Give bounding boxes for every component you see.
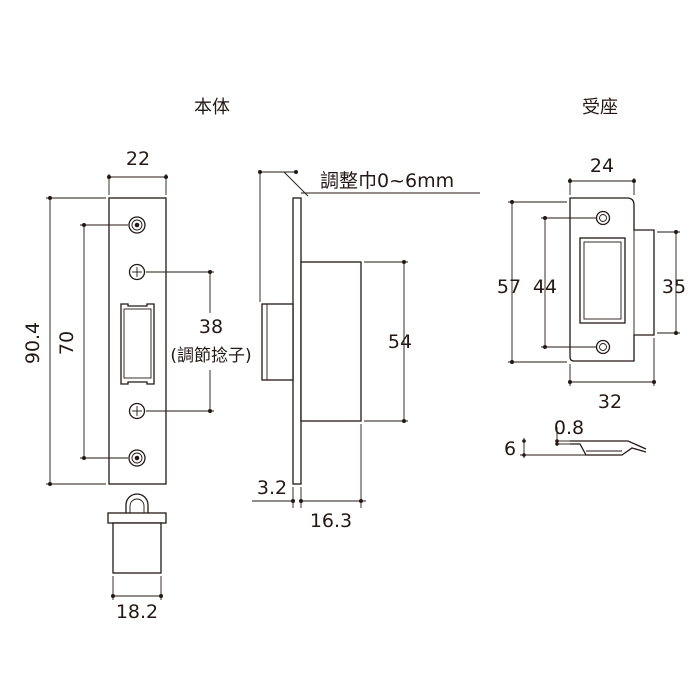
dim-label-57: 57 [497, 276, 521, 298]
mount-screw-top-icon [128, 216, 146, 234]
dim-strike-screw-pitch: 44 [533, 216, 596, 349]
title-body: 本体 [194, 97, 230, 118]
dim-label-22: 22 [126, 148, 150, 170]
dim-case-height: 54 [364, 260, 412, 423]
dim-label-90-4: 90.4 [22, 322, 44, 364]
strike-screw-top-icon [595, 210, 611, 226]
dim-strike-width-bottom: 32 [568, 338, 656, 413]
adjust-screw-note: (調節捻子) [170, 346, 251, 366]
dim-label-16-3: 16.3 [310, 510, 352, 532]
dim-adjust-width: 調整巾0~6mm [258, 170, 480, 302]
latch-opening [120, 303, 155, 385]
strike-screw-bottom-icon [595, 339, 611, 355]
strike-opening [579, 237, 626, 324]
dim-label-18-2: 18.2 [116, 601, 158, 623]
dim-label-54: 54 [388, 331, 412, 353]
strike-plate-side-view: 0.8 6 [504, 417, 647, 460]
label-adjust-width: 調整巾0~6mm [320, 170, 454, 192]
adjust-screw-upper-icon [128, 263, 146, 281]
dim-latch-width: 18.2 [111, 576, 163, 623]
dim-faceplate-width: 22 [107, 148, 168, 195]
dim-label-0-8: 0.8 [554, 417, 584, 439]
dim-label-6: 6 [504, 438, 516, 460]
dim-label-32: 32 [598, 391, 622, 413]
case [300, 261, 362, 422]
dim-label-35: 35 [662, 276, 686, 298]
faceplate-front-view [108, 197, 167, 485]
dim-faceplate-thickness: 3.2 16.3 [252, 424, 366, 532]
title-strike: 受座 [582, 97, 618, 118]
adjust-screw-lower-icon [128, 402, 146, 420]
faceplate [108, 197, 167, 485]
dim-strike-height: 57 [497, 200, 567, 364]
dim-adjust-screw-pitch: 38 (調節捻子) [146, 270, 252, 413]
latch-bolt-front [107, 493, 167, 574]
dim-label-70: 70 [56, 331, 78, 355]
dim-label-38: 38 [199, 316, 223, 338]
dim-label-44: 44 [533, 276, 557, 298]
lock-body-side-view [261, 197, 362, 485]
dim-label-3-2: 3.2 [257, 477, 287, 499]
dim-strike-width-top: 24 [568, 155, 636, 195]
dim-faceplate-height: 90.4 [22, 196, 106, 486]
faceplate-profile [292, 197, 302, 485]
dim-label-24: 24 [590, 155, 614, 177]
dim-strike-box-height: 35 [657, 230, 686, 335]
dim-screw-pitch: 70 [56, 223, 128, 460]
mount-screw-bottom-icon [128, 449, 146, 467]
strike-plate-front [569, 197, 655, 362]
